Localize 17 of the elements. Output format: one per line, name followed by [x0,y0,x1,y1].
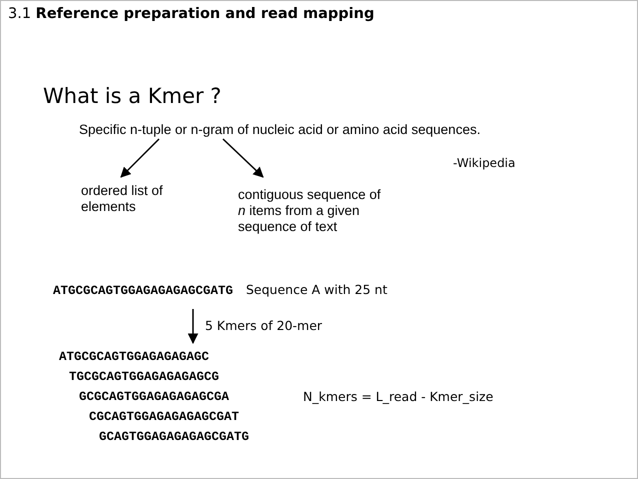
formula-text: N_kmers = L_read - Kmer_size [303,389,494,405]
kmer-sequence: ATGCGCAGTGGAGAGAGAGC [59,349,210,366]
kmer-sequence: GCGCAGTGGAGAGAGAGCGA [79,389,230,406]
definition-text: ordered list of elements [81,183,164,215]
kmer-sequence: TGCGCAGTGGAGAGAGAGCG [69,369,220,386]
sequence-text: ATGCGCAGTGGAGAGAGAGCGATG [53,283,234,300]
definition-text: Specific n-tuple or n-gram of nucleic acid or amino acid sequences. [79,122,482,138]
arrow [120,138,160,178]
source-note: -Wikipedia [453,155,516,171]
arrow [188,309,198,344]
kmer-sequence: GCAGTGGAGAGAGAGCGATG [99,429,250,446]
slide-subheading: What is a Kmer ? [43,83,222,109]
slide-heading: 3.1 Reference preparation and read mapping [8,6,374,22]
arrow [222,138,264,178]
definition-text: contiguous sequence of n items from a given sequence of text [238,187,382,235]
kmer-sequence: CGCAGTGGAGAGAGAGCGAT [89,409,240,426]
sequence-caption: Sequence A with 25 nt [246,282,388,298]
